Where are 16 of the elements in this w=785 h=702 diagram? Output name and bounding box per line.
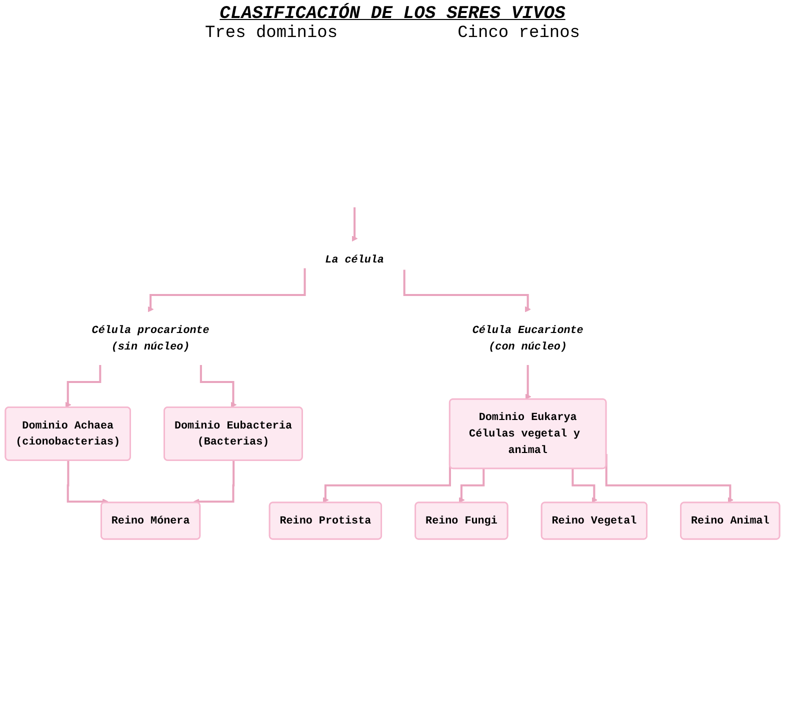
node-text: La célula xyxy=(325,254,384,266)
node-text: Célula procarionte (sin núcleo) xyxy=(92,324,210,353)
arrow xyxy=(572,468,598,503)
arrow xyxy=(65,365,102,408)
arrow xyxy=(352,207,358,242)
node-text: Célula Eucarionte (con núcleo) xyxy=(472,324,584,353)
arrow xyxy=(458,468,485,503)
diagram-title: CLASIFICACIÓN DE LOS SERES VIVOS xyxy=(218,4,566,24)
arrow xyxy=(403,270,531,312)
arrow xyxy=(66,460,108,505)
arrow xyxy=(193,460,235,505)
heading-text: Tres dominios xyxy=(204,24,338,43)
arrow xyxy=(200,365,237,408)
arrow xyxy=(148,268,306,312)
arrow xyxy=(525,365,532,400)
heading-text: Cinco reinos xyxy=(458,24,580,43)
